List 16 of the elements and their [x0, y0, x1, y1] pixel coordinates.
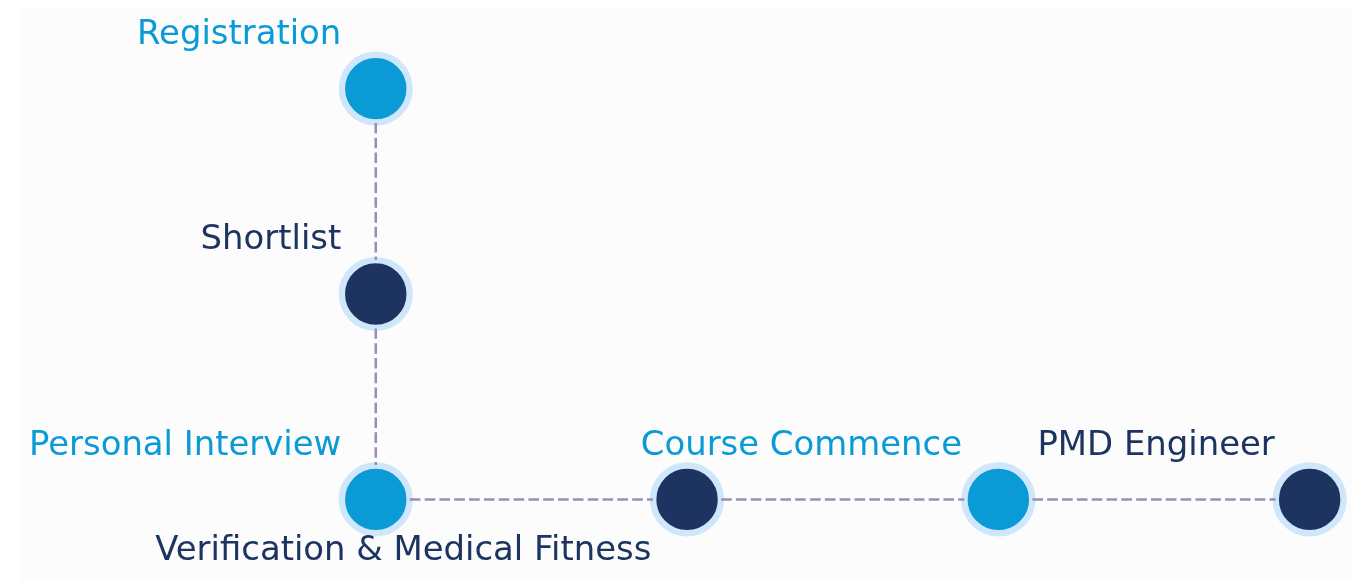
node-label: Course Commence — [640, 423, 962, 463]
connector — [374, 328, 377, 466]
node-label: Registration — [136, 12, 341, 52]
node-label: Verification & Medical Fitness — [154, 529, 651, 569]
connector — [374, 123, 377, 260]
node-circle — [649, 462, 724, 537]
node-circle — [338, 256, 413, 332]
node-circle — [338, 51, 413, 126]
node-label: Personal Interview — [28, 423, 341, 463]
node-label: PMD Engineer — [1036, 423, 1275, 463]
node-label: Shortlist — [200, 218, 341, 258]
node-circle — [960, 462, 1035, 537]
connector — [1031, 498, 1276, 501]
node-circle — [1272, 462, 1347, 537]
connector — [409, 498, 653, 501]
connector — [720, 498, 964, 501]
